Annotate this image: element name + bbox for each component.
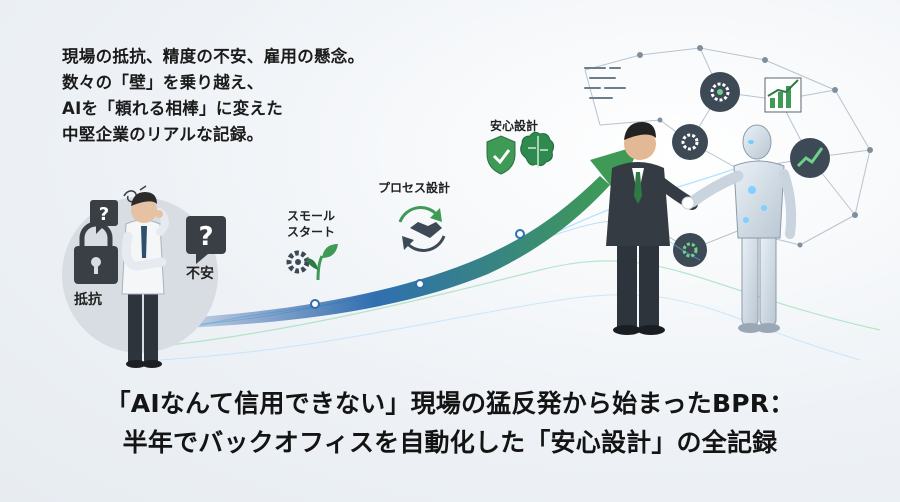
code-screen-icon — [584, 67, 626, 99]
brain-icon — [520, 131, 555, 168]
intro-text: 現場の抵抗、精度の不安、雇用の懸念。 数々の「壁」を乗り越え、 AIを「頼れる相… — [62, 44, 364, 148]
intro-line: AIを「頼れる相棒」に変えた — [62, 99, 284, 118]
headline-line-1: 「AIなんて信用できない」現場の猛反発から始まったBPR： — [105, 389, 795, 418]
svg-text:?: ? — [198, 222, 213, 252]
label-resistance: 抵抗 — [74, 292, 102, 308]
ai-robot — [686, 124, 797, 333]
label-safety-design: 安心設計 — [490, 119, 539, 133]
shield-check-icon — [486, 135, 516, 175]
handshake-cycle-icon — [398, 206, 446, 252]
headline-line-2: 半年でバックオフィスを自動化した「安心設計」の全記録 — [122, 428, 778, 457]
gear-circle-icon-mid — [672, 124, 708, 160]
intro-line: 中堅企業のリアルな記録。 — [62, 125, 264, 144]
label-process-design: プロセス設計 — [378, 181, 451, 195]
gear-icon — [286, 250, 310, 274]
chart-up-icon — [764, 77, 802, 113]
question-bubble-icon-small: ? — [90, 200, 118, 234]
handshake-glow — [681, 196, 695, 210]
sprout-icon — [306, 244, 338, 281]
question-bubble-icon-large: ? — [186, 216, 226, 264]
businessman — [606, 122, 698, 335]
svg-text:?: ? — [99, 204, 109, 225]
label-small-start-1: スモール — [287, 209, 336, 223]
worried-worker — [121, 192, 169, 368]
intro-line: 現場の抵抗、精度の不安、雇用の懸念。 — [62, 47, 365, 66]
label-small-start-2: スタート — [287, 225, 336, 239]
label-anxiety: 不安 — [186, 266, 214, 282]
intro-line: 数々の「壁」を乗り越え、 — [62, 73, 264, 92]
chart-up-circle-icon — [790, 138, 830, 178]
gear-circle-icon-low — [673, 233, 707, 267]
gear-circle-icon-top — [700, 72, 740, 112]
milestone-dots — [310, 229, 525, 309]
